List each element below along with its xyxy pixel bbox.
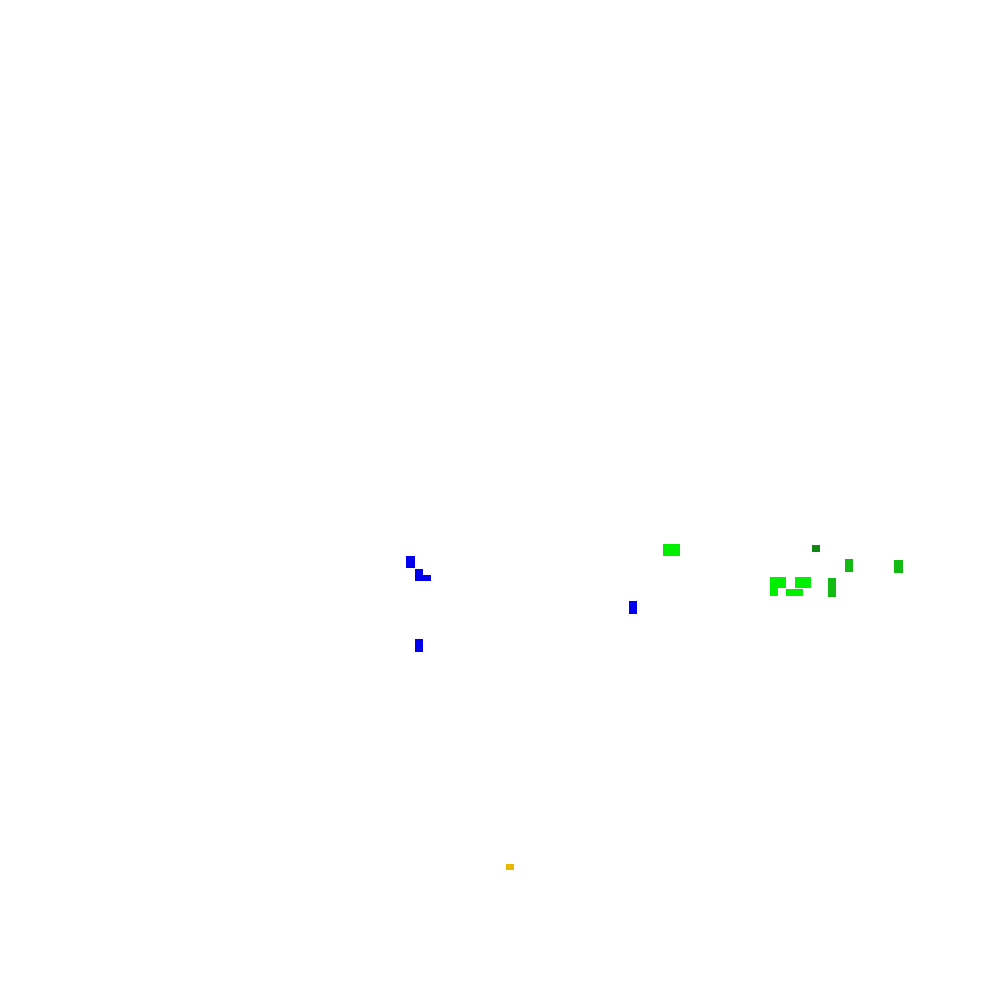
green-block <box>894 560 903 573</box>
green-block <box>770 577 786 588</box>
blue-block <box>415 639 423 652</box>
blue-block <box>423 575 431 581</box>
blue-block <box>629 601 637 614</box>
green-block <box>845 559 853 572</box>
dark-green-block <box>812 545 820 552</box>
green-block <box>828 578 836 597</box>
green-block <box>795 577 811 588</box>
green-block <box>770 588 778 596</box>
blue-block <box>406 556 415 568</box>
blue-block <box>415 569 423 581</box>
green-block <box>786 589 803 596</box>
gold-block <box>506 864 514 870</box>
green-block <box>663 544 680 556</box>
